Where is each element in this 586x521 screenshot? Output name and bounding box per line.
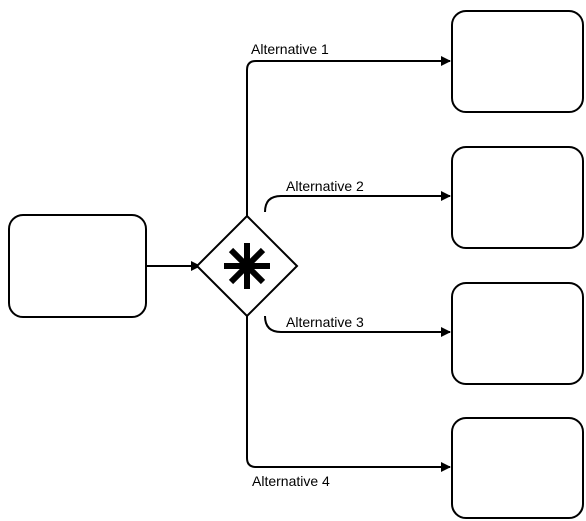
edge-alternative-4 [246, 314, 451, 472]
source-task[interactable] [8, 214, 147, 318]
flow-label-alternative-1: Alternative 1 [251, 41, 329, 57]
target-task-2[interactable] [451, 146, 584, 249]
flow-label-alternative-3: Alternative 3 [286, 314, 364, 330]
edge-alternative-1 [246, 56, 451, 218]
flow-label-alternative-4: Alternative 4 [252, 473, 330, 489]
edge-alternative-2 [264, 191, 451, 213]
target-task-4[interactable] [451, 417, 584, 519]
flow-label-alternative-2: Alternative 2 [286, 178, 364, 194]
asterisk-icon [224, 243, 270, 289]
target-task-3[interactable] [451, 282, 584, 385]
target-task-1[interactable] [451, 10, 584, 113]
edge-alternative-3 [264, 315, 451, 337]
complex-gateway[interactable] [195, 214, 299, 318]
